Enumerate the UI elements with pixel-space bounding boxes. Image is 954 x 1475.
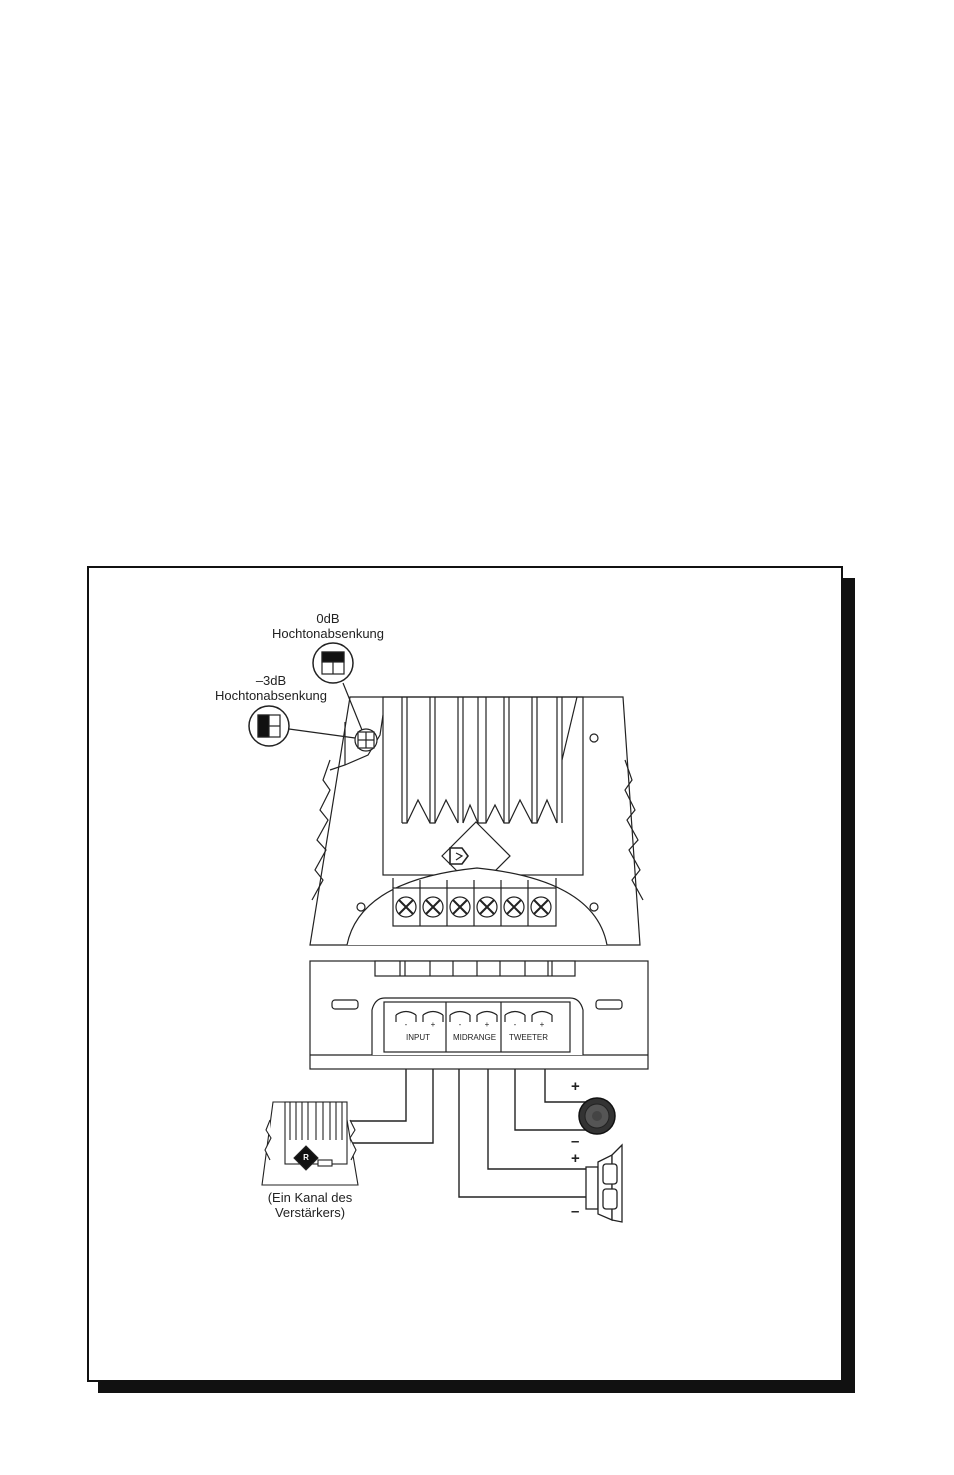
wire-input-plus (350, 1069, 434, 1144)
mounting-hole (356, 902, 366, 912)
midrange-plus-sign: + (484, 1020, 490, 1029)
terminal-input-label: INPUT (406, 1033, 430, 1042)
amp-caption: (Ein Kanal des Verstärkers) (240, 1190, 380, 1220)
woofer-speaker (585, 1143, 623, 1223)
tweeter-minus-label: – (571, 1133, 580, 1150)
crossover-front-view (309, 960, 649, 1070)
woofer-plus-label: + (571, 1150, 580, 1167)
terminal-tweeter-label: TWEETER (508, 1033, 549, 1042)
mounting-hole (589, 733, 599, 743)
switch-3db-caption: Hochtonabsenkung (214, 688, 328, 703)
woofer-minus-label: – (571, 1203, 580, 1220)
wiring (350, 1069, 590, 1198)
terminal-midrange-label: MIDRANGE (452, 1033, 497, 1042)
heatsink-fins (401, 696, 578, 824)
mounting-slot (595, 999, 623, 1010)
switch-3db-label: –3dB Hochtonabsenkung (201, 673, 341, 703)
top-terminal-screws (395, 880, 552, 926)
amp-caption-line2: Verstärkers) (274, 1205, 346, 1220)
wire-midrange-minus (458, 1069, 588, 1198)
switch-3db-value: –3dB (255, 673, 287, 688)
amplifier (261, 1101, 359, 1186)
tweeter-level-switch (354, 728, 378, 752)
switch-0db-callout (312, 642, 363, 731)
switch-0db-value: 0dB (316, 611, 340, 626)
wire-input-minus (350, 1069, 407, 1122)
midrange-minus-sign: - (458, 1020, 462, 1029)
wire-midrange-plus (487, 1069, 588, 1170)
tweeter-speaker (578, 1097, 616, 1135)
tweeter-plus-sign: + (539, 1020, 545, 1029)
wire-tweeter-plus (544, 1069, 590, 1103)
switch-0db-label: 0dB Hochtonabsenkung (258, 611, 398, 641)
tweeter-plus-label: + (571, 1078, 580, 1095)
tweeter-minus-sign: - (513, 1020, 517, 1029)
input-minus-sign: - (404, 1020, 408, 1029)
amp-badge: R (303, 1153, 309, 1162)
switch-3db-callout (248, 705, 356, 747)
mounting-hole (589, 902, 599, 912)
mounting-slot (331, 999, 359, 1010)
amp-caption-line1: (Ein Kanal des (267, 1190, 353, 1205)
input-plus-sign: + (430, 1020, 436, 1029)
wire-tweeter-minus (514, 1069, 590, 1131)
switch-0db-caption: Hochtonabsenkung (271, 626, 385, 641)
